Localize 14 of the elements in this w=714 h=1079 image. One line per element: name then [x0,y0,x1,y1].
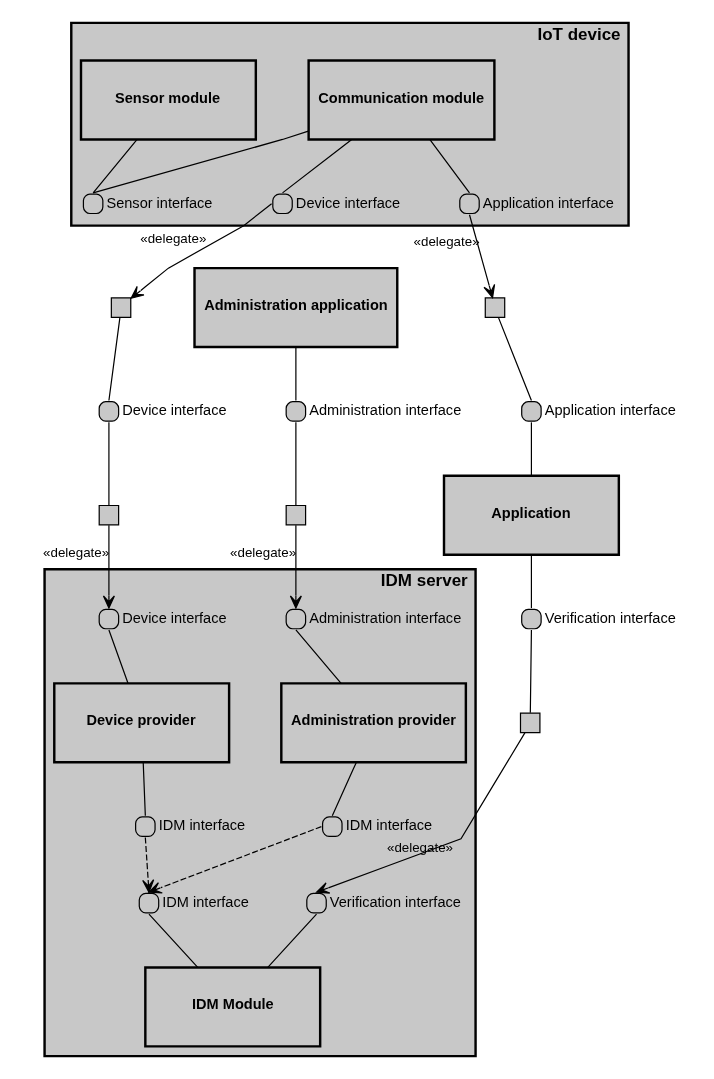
node-label: Verification interface [544,609,676,626]
node-label: Device interface [295,194,400,211]
node-label: IDM interface [345,817,432,834]
node-label: Device interface [121,402,227,419]
node-label: Device interface [121,609,227,626]
node-label: IDM interface [161,893,249,910]
node-label: Administration interface [308,609,461,626]
node-label: IDM interface [158,817,245,834]
node-label: Sensor interface [105,194,212,211]
node-label: Application interface [482,194,614,211]
node-label: Administration interface [308,402,461,419]
edge-label: «delegate» [139,231,206,247]
node-label: Application interface [544,402,676,419]
node-label: Verification interface [329,893,461,910]
